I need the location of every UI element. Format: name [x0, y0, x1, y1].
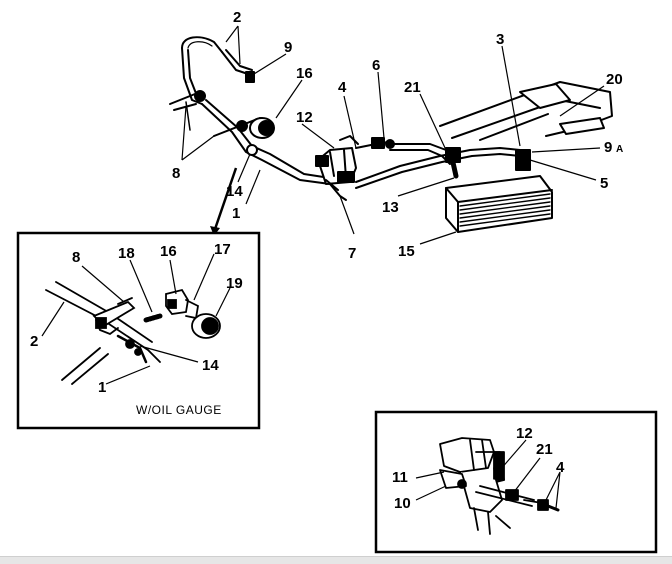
callout-3: 3: [496, 31, 504, 48]
callout-9: 9: [284, 39, 292, 56]
callout-16: 16: [296, 65, 313, 82]
callout-21: 21: [404, 79, 421, 96]
fitting-6: [371, 137, 385, 149]
callout-20: 20: [606, 71, 623, 88]
leader-lines-main: [181, 25, 605, 245]
bottom-status-strip: [0, 556, 672, 564]
inset-callout-1: 1: [98, 379, 106, 396]
inset-oil-gauge: 8 18 16 17 19 2 14 1 W/OIL GAUGE: [16, 231, 261, 430]
callout-15: 15: [398, 243, 415, 260]
callout-12: 12: [296, 109, 313, 126]
fitting-5: [515, 149, 531, 171]
pump-callout-4: 4: [556, 459, 565, 476]
callout-5: 5: [600, 175, 608, 192]
inset-callout-17: 17: [214, 241, 231, 258]
inset-callout-16: 16: [160, 243, 177, 260]
main-callouts: 2 9 16 4 6 21 3 20 12 9 A 5 13 8 14 1 7 …: [172, 9, 623, 262]
inset-callout-19: 19: [226, 275, 243, 292]
upper-pipe-loop: [181, 36, 223, 53]
callout-6: 6: [372, 57, 380, 74]
pump-callout-11: 11: [392, 469, 408, 486]
inset-callout-2: 2: [30, 333, 38, 350]
inset-callout-18: 18: [118, 245, 135, 262]
callout-1: 1: [232, 205, 240, 222]
callout-2: 2: [233, 9, 241, 26]
callout-13: 13: [382, 199, 399, 216]
inset-label-oil-gauge: W/OIL GAUGE: [136, 403, 222, 417]
inset-pump: 12 21 11 10 4: [374, 410, 658, 554]
callout-4: 4: [338, 79, 347, 96]
inset-pointer: [212, 167, 238, 233]
hose-21: [445, 147, 461, 163]
inset-callout-14: 14: [202, 357, 219, 374]
fitting-9: [245, 71, 255, 83]
callout-8: 8: [172, 165, 180, 182]
oil-cooler-15: [445, 175, 553, 233]
main-assembly: [169, 36, 613, 233]
callout-9a: 9: [604, 139, 612, 156]
pump-callout-10: 10: [394, 495, 411, 512]
pump-callout-12: 12: [516, 425, 533, 442]
callout-9a-suffix: A: [616, 144, 623, 155]
pump-callout-21: 21: [536, 441, 553, 458]
inset-callout-8: 8: [72, 249, 80, 266]
callout-7: 7: [348, 245, 356, 262]
